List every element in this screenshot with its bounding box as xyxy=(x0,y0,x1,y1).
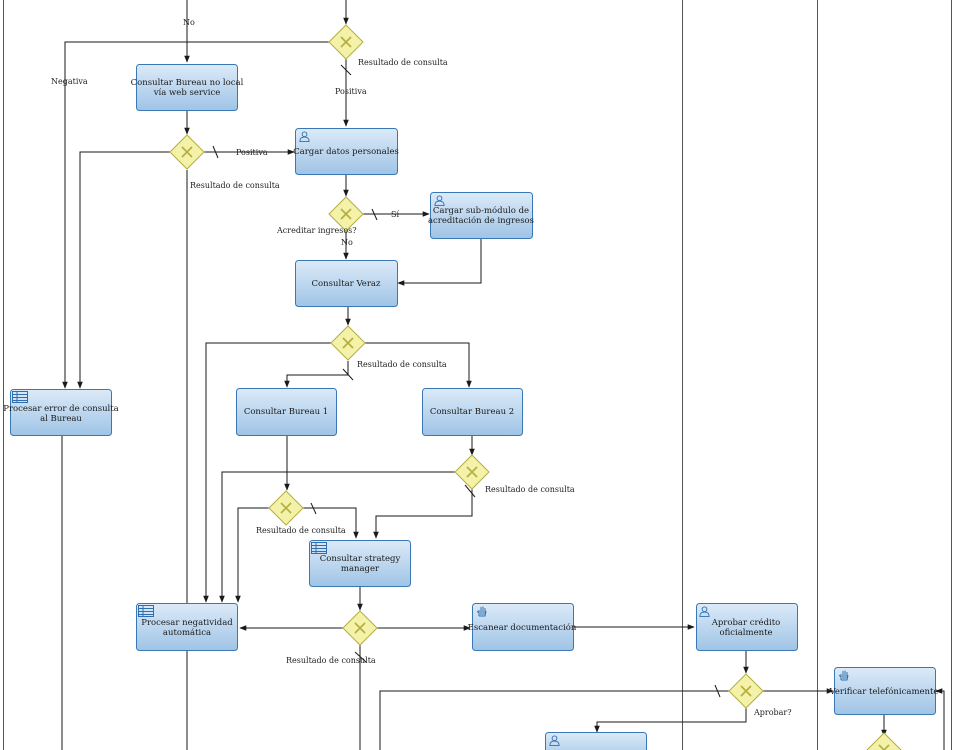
exclusive-gateway[interactable] xyxy=(454,454,490,490)
x-marker-icon xyxy=(878,744,890,750)
label-no: No xyxy=(341,238,353,247)
x-marker-icon xyxy=(342,337,354,349)
label-resultado-consulta: Resultado de consulta xyxy=(358,58,448,67)
x-marker-icon xyxy=(280,502,292,514)
flow-gw2-negatividad xyxy=(219,471,456,603)
task-procesar-error[interactable]: Procesar error de consulta al Bureau xyxy=(3,389,119,436)
flow-loop-verificar xyxy=(935,688,945,750)
task-line: vía web service xyxy=(153,87,221,98)
task-consultar-bureau-local[interactable]: Consultar Bureau no local vía web servic… xyxy=(131,64,244,111)
task-line: Procesar error de consulta xyxy=(3,404,119,414)
label-resultado-consulta: Resultado de consulta xyxy=(357,360,447,369)
flow-bureau2 xyxy=(365,342,472,388)
task-procesar-negatividad[interactable]: Procesar negatividad automática xyxy=(136,603,238,651)
label-resultado-consulta: Resultado de consulta xyxy=(485,485,575,494)
exclusive-gateway[interactable] xyxy=(268,490,304,526)
task-strategy-manager[interactable]: Consultar strategy manager xyxy=(309,540,411,587)
task-line: Procesar negatividad xyxy=(141,618,233,628)
task-bottom-partial[interactable] xyxy=(545,732,647,750)
label-no-top: No xyxy=(183,18,195,27)
exclusive-gateway[interactable] xyxy=(328,24,364,60)
x-marker-icon xyxy=(181,146,193,158)
exclusive-gateway[interactable] xyxy=(342,610,378,646)
exclusive-gateway[interactable] xyxy=(866,732,902,750)
task-line: automática xyxy=(163,627,211,638)
task-line: Consultar strategy xyxy=(320,554,401,564)
flow-submodulo-veraz xyxy=(397,239,482,286)
flow-labels: No Resultado de consulta Negativa Positi… xyxy=(51,18,792,717)
task-line: al Bureau xyxy=(40,414,82,424)
exclusive-gateway[interactable] xyxy=(330,325,366,361)
label-negativa: Negativa xyxy=(51,77,88,86)
x-marker-icon xyxy=(340,208,352,220)
flow-gw1-strategy xyxy=(303,507,359,539)
task-consultar-bureau-1[interactable]: Consultar Bureau 1 xyxy=(236,388,337,436)
exclusive-gateway[interactable] xyxy=(728,673,764,709)
flow-gw-error xyxy=(77,151,170,389)
flow-gw-bottomtask xyxy=(594,708,747,733)
task-line: Aprobar crédito xyxy=(711,617,781,628)
x-marker-icon xyxy=(740,685,752,697)
task-line: Cargar sub-módulo de xyxy=(433,205,529,216)
task-line: Escanear documentación xyxy=(468,622,577,633)
task-line: Consultar Bureau no local xyxy=(131,78,244,88)
task-cargar-datos-personales[interactable]: Cargar datos personales xyxy=(293,128,399,175)
label-si: Sí xyxy=(391,210,399,219)
exclusive-gateway[interactable] xyxy=(328,196,364,232)
task-verificar-telefonicamente[interactable]: Verificar telefónicamente xyxy=(829,667,939,715)
default-markers xyxy=(212,64,721,698)
x-marker-icon xyxy=(340,36,352,48)
label-aprobar: Aprobar? xyxy=(753,708,792,717)
task-aprobar-credito[interactable]: Aprobar crédito oficialmente xyxy=(696,603,798,651)
task-line: Verificar telefónicamente xyxy=(829,686,939,697)
label-positiva: Positiva xyxy=(236,148,268,157)
label-resultado-consulta: Resultado de consulta xyxy=(190,181,280,190)
flow-gw2-strategy xyxy=(373,489,473,539)
x-marker-icon xyxy=(466,466,478,478)
x-marker-icon xyxy=(354,622,366,634)
task-cargar-submodulo[interactable]: Cargar sub-módulo de acreditación de ing… xyxy=(428,192,534,239)
task-line: oficialmente xyxy=(719,628,772,638)
task-line: acreditación de ingresos xyxy=(428,215,534,226)
task-line: manager xyxy=(341,564,380,574)
task-escanear-documentacion[interactable]: Escanear documentación xyxy=(468,603,577,651)
flow-gw1-negatividad xyxy=(235,507,269,603)
label-positiva: Positiva xyxy=(335,87,367,96)
flow-veraz-negatividad xyxy=(203,342,331,603)
exclusive-gateway[interactable] xyxy=(169,134,205,170)
label-resultado-consulta: Resultado de consulta xyxy=(256,526,346,535)
flow-bureau1 xyxy=(284,361,349,388)
flow-gw-back xyxy=(379,690,729,750)
sequence-flows xyxy=(61,0,945,750)
task-consultar-bureau-2[interactable]: Consultar Bureau 2 xyxy=(422,388,523,436)
task-line: Consultar Veraz xyxy=(312,279,381,289)
label-acreditar-ingresos: Acreditar ingresos? xyxy=(276,226,357,235)
task-consultar-veraz[interactable]: Consultar Veraz xyxy=(295,260,398,307)
task-line: Consultar Bureau 1 xyxy=(244,407,328,417)
flow-negativa xyxy=(62,41,330,389)
lanes xyxy=(3,0,952,750)
tasks: Consultar Bureau no local vía web servic… xyxy=(3,64,939,750)
task-line: Consultar Bureau 2 xyxy=(430,407,514,417)
task-line: Cargar datos personales xyxy=(293,147,399,157)
gateways xyxy=(169,24,902,750)
label-resultado-consulta: Resultado de consulta xyxy=(286,656,376,665)
